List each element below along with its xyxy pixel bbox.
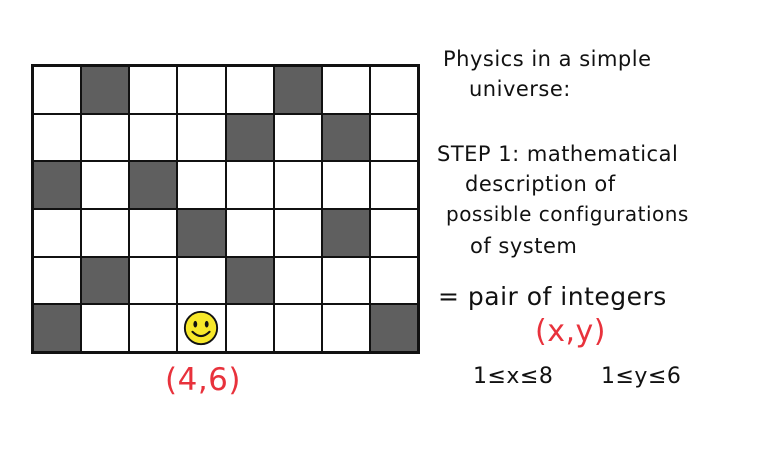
grid-cell xyxy=(369,304,418,352)
grid-cell xyxy=(81,209,130,257)
grid-cell xyxy=(273,161,322,209)
grid-cell xyxy=(225,161,274,209)
grid-cell xyxy=(81,256,130,305)
grid-cell xyxy=(81,161,130,209)
grid-cell xyxy=(273,304,322,352)
grid-cell xyxy=(369,256,418,305)
grid-cell xyxy=(177,304,226,352)
grid-cell xyxy=(177,161,226,209)
grid-cell xyxy=(321,161,370,209)
grid-cell xyxy=(33,209,82,257)
grid-cell xyxy=(81,66,130,114)
grid-cell xyxy=(81,304,130,352)
grid-cell xyxy=(129,66,178,114)
grid-cell xyxy=(225,209,274,257)
step-line-1: STEP 1: mathematical xyxy=(437,142,679,166)
grid-cell xyxy=(129,209,178,257)
grid-cell xyxy=(273,209,322,257)
grid-cell xyxy=(129,113,178,162)
grid-cell xyxy=(129,256,178,305)
range-x: 1≤x≤8 xyxy=(473,364,554,389)
grid-cell xyxy=(321,209,370,257)
grid-cell xyxy=(177,256,226,305)
pair-xy: (x,y) xyxy=(535,314,606,349)
title-line-2: universe: xyxy=(469,77,571,101)
grid-cell xyxy=(177,66,226,114)
step-line-4: of system xyxy=(470,234,578,258)
grid-cell xyxy=(369,161,418,209)
grid-cell xyxy=(33,113,82,162)
grid-cell xyxy=(33,304,82,352)
grid-cell xyxy=(369,209,418,257)
grid-cell xyxy=(33,161,82,209)
grid-cell xyxy=(321,66,370,114)
grid-cell xyxy=(225,304,274,352)
grid-cell xyxy=(273,66,322,114)
grid-cell xyxy=(225,66,274,114)
grid-cell xyxy=(177,113,226,162)
grid-cell xyxy=(129,304,178,352)
board xyxy=(31,64,420,354)
grid-cell xyxy=(321,256,370,305)
grid-cell xyxy=(321,304,370,352)
coordinate-label: (4,6) xyxy=(165,362,241,398)
grid-cell xyxy=(321,113,370,162)
grid-cell xyxy=(33,256,82,305)
grid-cell xyxy=(177,209,226,257)
grid-cell xyxy=(225,113,274,162)
pair-line: = pair of integers xyxy=(438,282,667,311)
step-line-3: possible configurations xyxy=(446,202,689,226)
grid-cell xyxy=(81,113,130,162)
grid-cell xyxy=(369,113,418,162)
grid-cell xyxy=(33,66,82,114)
grid-board xyxy=(31,64,420,354)
smiley-face-icon xyxy=(184,311,219,346)
grid-cell xyxy=(225,256,274,305)
grid-cell xyxy=(273,113,322,162)
title-line-1: Physics in a simple xyxy=(443,47,652,71)
step-line-2: description of xyxy=(465,172,616,196)
grid-cell xyxy=(273,256,322,305)
range-y: 1≤y≤6 xyxy=(601,364,682,389)
grid-cell xyxy=(129,161,178,209)
grid-cell xyxy=(369,66,418,114)
